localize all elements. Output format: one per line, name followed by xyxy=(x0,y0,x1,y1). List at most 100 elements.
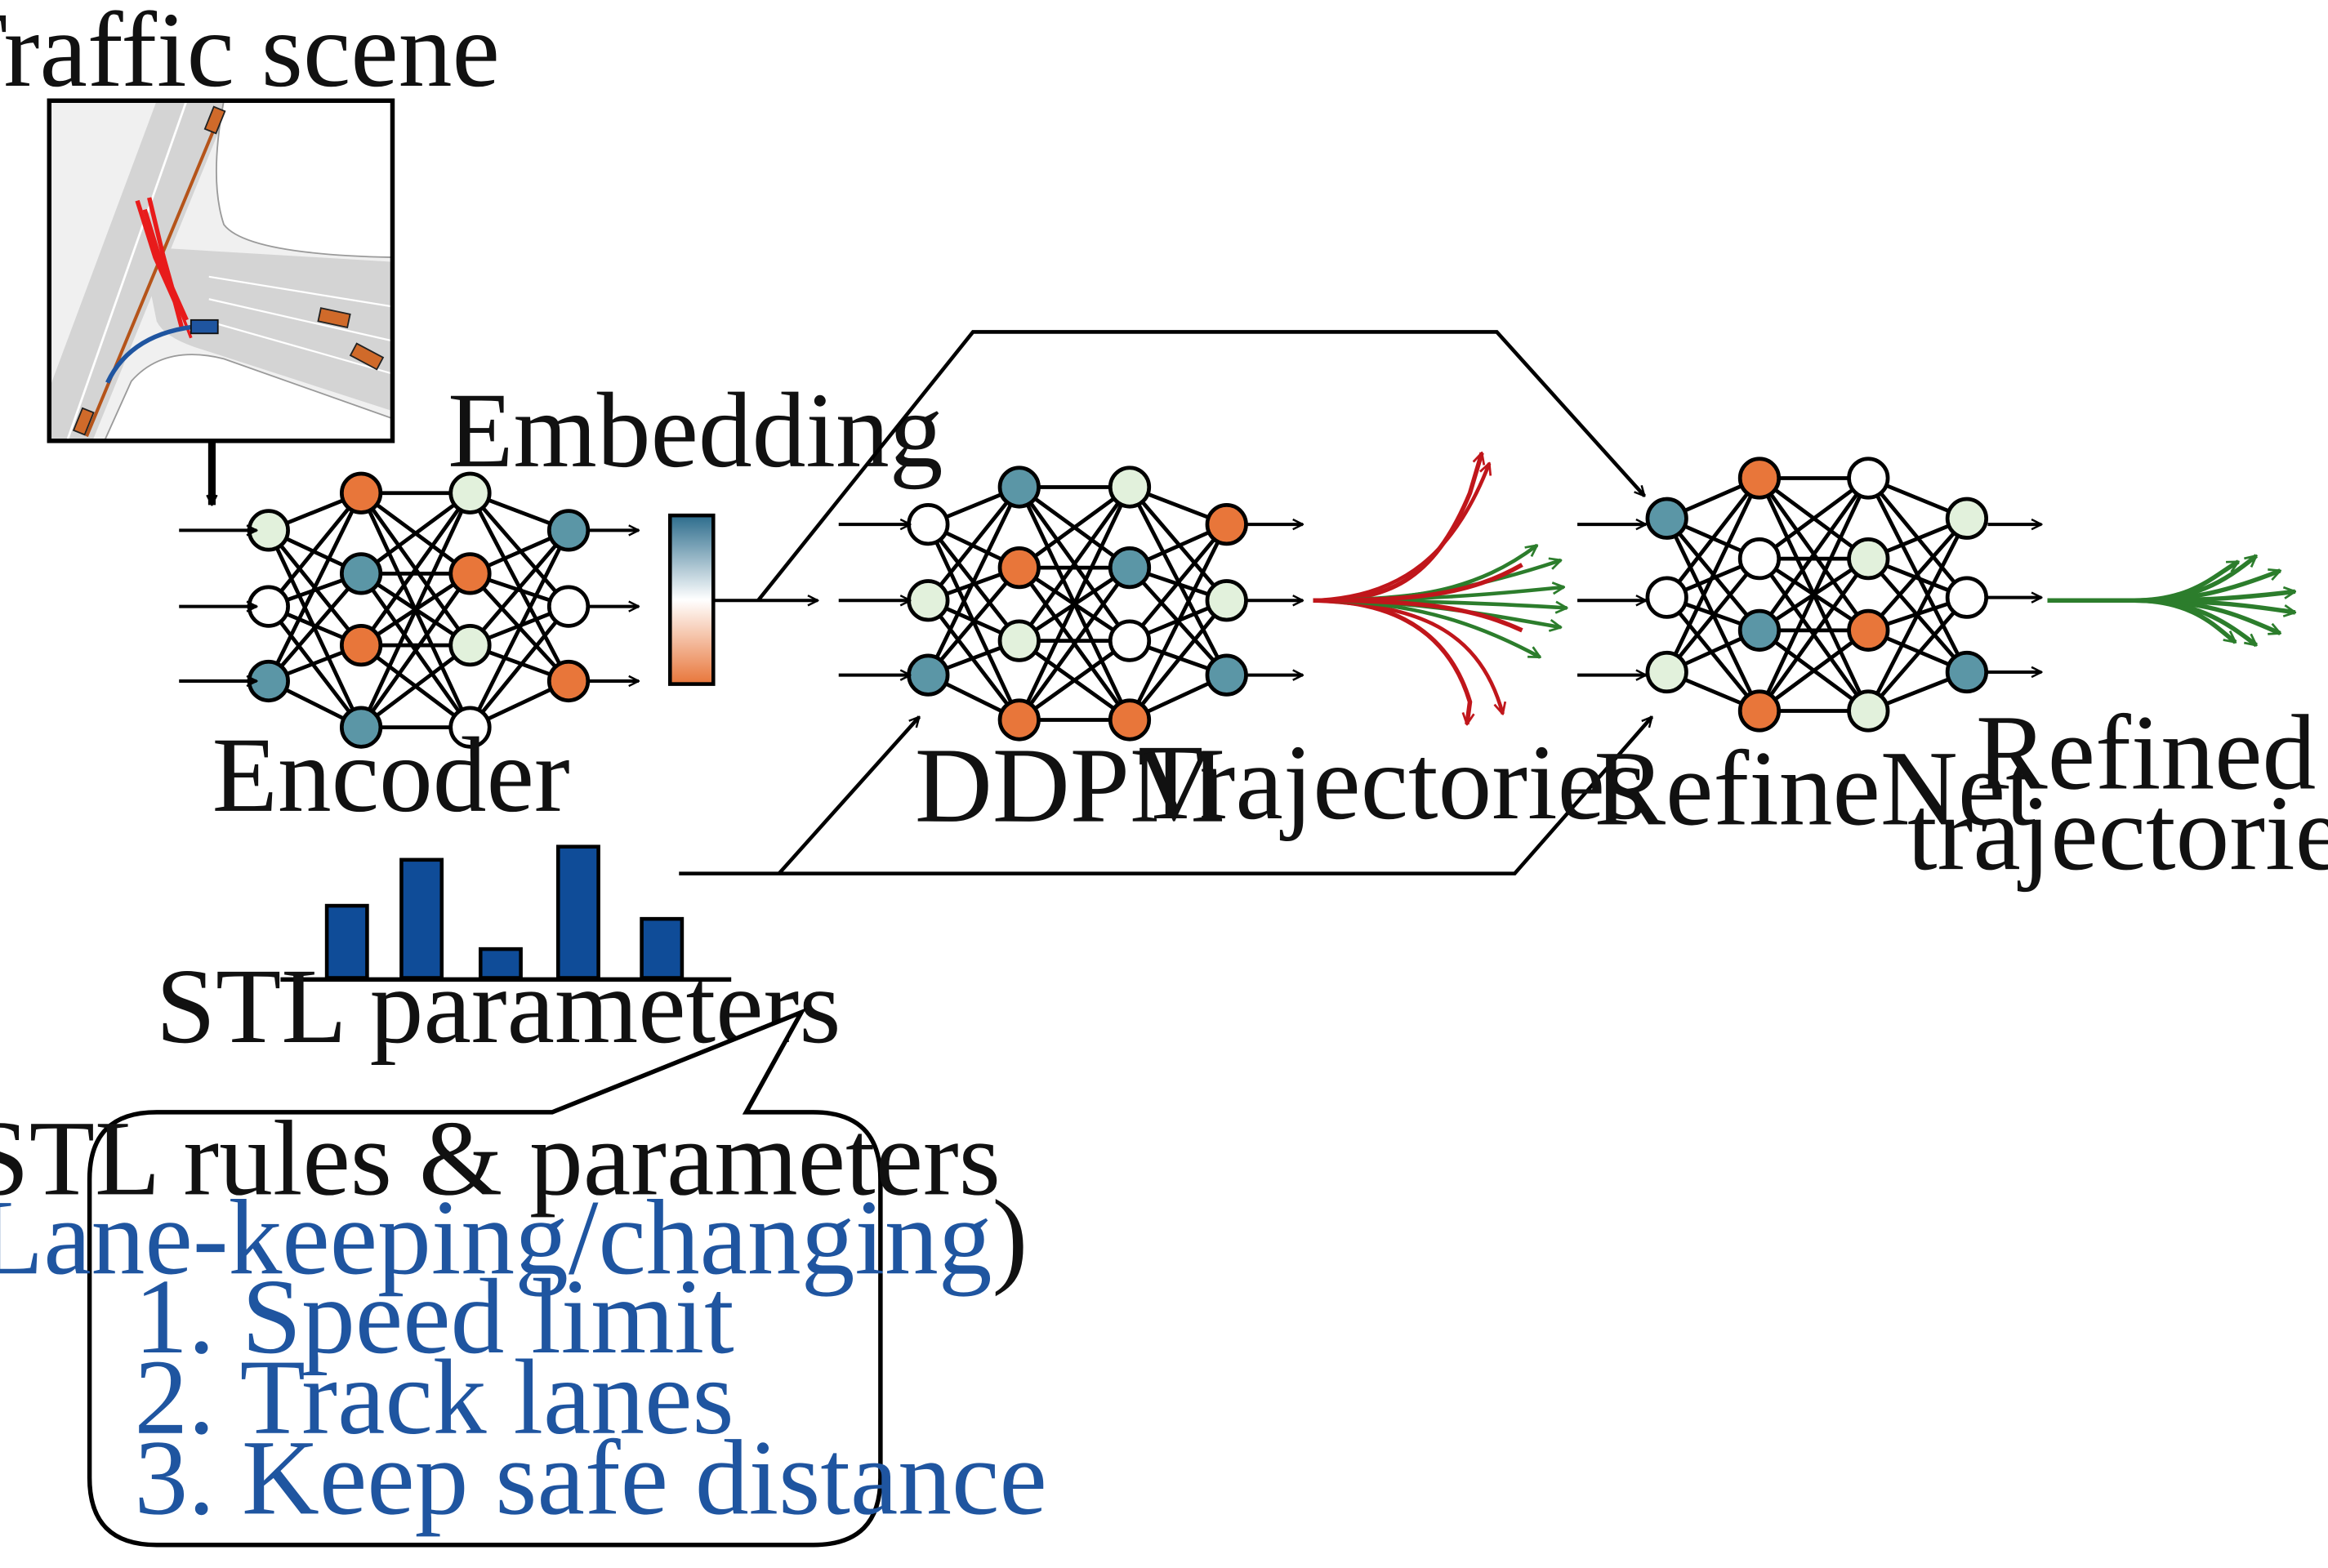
callout-subtitle-text: Lane-keeping/changing xyxy=(0,1178,992,1297)
refinenet-network xyxy=(1645,457,1989,733)
refinenet-label: RefineNet xyxy=(1594,729,2035,848)
refinenet-connection xyxy=(1665,596,1761,712)
refinenet-node-l0-n1 xyxy=(1645,576,1688,619)
ddpm-network xyxy=(907,466,1248,742)
callout-paren-close: ) xyxy=(992,1178,1028,1297)
refined-trajectories-fan xyxy=(2047,554,2295,648)
ddpm-connection xyxy=(1128,485,1229,602)
encoder-node-l2-n2 xyxy=(448,623,492,667)
ddpm-node-l2-n3 xyxy=(1108,698,1152,742)
ddpm-connection xyxy=(1017,486,1132,721)
refinenet-node-l3-n2 xyxy=(1945,650,1989,694)
encoder-connection xyxy=(359,644,471,729)
encoder-node-l1-n2 xyxy=(339,623,383,667)
refinenet-connection xyxy=(1866,517,1969,712)
stl-to-refinenet-arrow xyxy=(679,717,1652,875)
encoder-node-l3-n2 xyxy=(546,659,591,703)
ddpm-connection xyxy=(926,485,1021,602)
ddpm-connection xyxy=(926,486,1021,676)
refinenet-node-l1-n3 xyxy=(1737,689,1782,733)
stl-rules-callout xyxy=(87,1008,883,1548)
callout-item-3: 3. Keep safe distance xyxy=(134,1419,1046,1537)
encoder-node-l2-n3 xyxy=(448,706,492,749)
refinenet-node-l2-n1 xyxy=(1847,537,1890,581)
refinenet-node-l1-n1 xyxy=(1737,537,1782,581)
encoder-input-arrows xyxy=(179,530,256,681)
encoder-node-l2-n1 xyxy=(448,552,492,595)
ddpm-connection xyxy=(1017,566,1131,721)
ddpm-input-arrows xyxy=(838,524,911,675)
embedding-to-refinenet-arrow xyxy=(756,330,1644,602)
ddpm-node-l2-n1 xyxy=(1108,546,1152,590)
stl-to-ddpm-arrow xyxy=(777,717,920,875)
encoder-connection xyxy=(266,492,363,682)
ddpm-node-l0-n1 xyxy=(907,579,950,622)
refinenet-connection xyxy=(1758,628,1870,713)
refinenet-node-l1-n0 xyxy=(1737,457,1782,500)
refinenet-node-l2-n2 xyxy=(1847,608,1890,652)
ddpm-node-l3-n2 xyxy=(1205,653,1248,697)
refinenet-output-arrows xyxy=(1987,524,2041,672)
refinenet-connection xyxy=(1866,596,1969,713)
ddpm-connection xyxy=(1018,639,1131,722)
callout-item-1: 1. Speed limit xyxy=(134,1258,734,1376)
encoder-node-l3-n1 xyxy=(546,585,591,628)
encoder-node-l1-n3 xyxy=(339,706,383,749)
encoder-connection xyxy=(468,605,570,729)
refinenet-node-l2-n0 xyxy=(1847,457,1890,500)
trajectories-label: Trajectories xyxy=(1138,724,1647,842)
encoder-label: Encoder xyxy=(212,716,570,835)
encoder-node-l2-n0 xyxy=(448,471,492,514)
ddpm-connection xyxy=(1127,523,1229,721)
encoder-connection xyxy=(468,492,570,608)
encoder-connection xyxy=(359,492,472,647)
refinenet-node-l0-n2 xyxy=(1645,650,1688,694)
trajectories-fan xyxy=(1313,452,1568,724)
encoder-connection xyxy=(468,528,570,647)
encoder-connection xyxy=(359,572,472,728)
ddpm-node-l3-n1 xyxy=(1205,579,1248,622)
refinenet-connection xyxy=(1665,477,1761,599)
ddpm-node-l0-n0 xyxy=(907,502,950,546)
ddpm-connection xyxy=(1017,486,1131,643)
callout-title: STL rules & parameters xyxy=(0,1099,1001,1218)
refinenet-node-l2-n3 xyxy=(1847,689,1890,733)
stl-parameter-bars xyxy=(324,844,685,980)
refinenet-input-arrows xyxy=(1577,524,1646,675)
ddpm-node-l1-n2 xyxy=(997,619,1041,662)
refinenet-connection xyxy=(1758,476,1870,561)
ddpm-connection xyxy=(926,566,1021,677)
traffic-scene-map xyxy=(49,100,393,441)
ddpm-node-l1-n1 xyxy=(997,546,1041,590)
encoder-connection xyxy=(359,492,472,728)
refinenet-connection xyxy=(1757,477,1871,712)
refinenet-connection xyxy=(1866,517,1969,632)
refinenet-node-l1-n2 xyxy=(1737,608,1782,652)
callout-item-2: 2. Track lanes xyxy=(134,1339,734,1457)
ddpm-node-l2-n2 xyxy=(1108,619,1152,662)
encoder-connection xyxy=(267,572,363,683)
refinenet-connection xyxy=(1758,557,1871,712)
embedding-vector xyxy=(668,513,716,686)
encoder-node-l1-n0 xyxy=(339,471,383,514)
refined-label-line1: Refined xyxy=(1976,693,2316,812)
encoder-node-l3-n0 xyxy=(546,509,591,552)
refinenet-node-l3-n0 xyxy=(1945,497,1989,540)
refinenet-connection xyxy=(1758,477,1871,632)
encoder-network xyxy=(247,471,591,749)
ddpm-node-l1-n3 xyxy=(997,698,1041,742)
stl-bar-2 xyxy=(399,858,444,980)
traffic-scene-frame xyxy=(47,98,395,443)
encoder-output-arrows xyxy=(586,530,639,681)
traffic-scene-label: Traffic scene xyxy=(0,0,500,109)
ddpm-connection xyxy=(926,599,1021,721)
ddpm-label: DDPM xyxy=(915,727,1225,845)
ddpm-node-l1-n0 xyxy=(997,466,1041,509)
ddpm-node-l2-n0 xyxy=(1108,466,1152,509)
callout-subtitle: (Lane-keeping/changing) xyxy=(0,1178,1028,1297)
ddpm-node-l0-n2 xyxy=(907,653,950,697)
ddpm-connection xyxy=(1128,523,1229,643)
encoder-connection xyxy=(266,605,363,729)
refinenet-node-l3-n1 xyxy=(1945,576,1989,619)
